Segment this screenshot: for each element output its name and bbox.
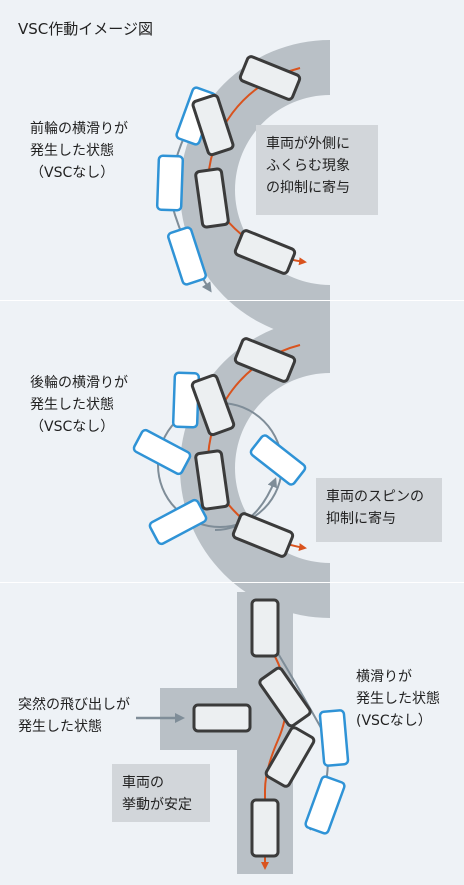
vsc-car	[258, 666, 312, 728]
novsc-car	[132, 428, 192, 476]
front-skid-effect-callout: 車両が外側に ふくらむ現象 の抑制に寄与	[256, 125, 378, 215]
panel-front-skid	[155, 40, 330, 340]
vsc-trajectory	[261, 600, 288, 870]
novsc-car	[318, 709, 350, 767]
front-skid-condition-label: 前輪の横滑りが 発生した状態 （VSCなし）	[30, 121, 128, 181]
vsc-car	[194, 167, 230, 229]
vsc-car	[194, 449, 230, 511]
panel-rear-skid	[132, 318, 330, 618]
novsc-car	[155, 154, 185, 212]
vsc-car	[233, 229, 297, 275]
vsc-car	[250, 598, 280, 658]
vsc-car	[250, 798, 280, 858]
panel-divider	[0, 582, 464, 583]
vsc-car	[264, 726, 316, 788]
vsc-car	[190, 373, 236, 437]
sudden-obstacle-condition-label: 突然の飛び出しが 発生した状態	[18, 697, 130, 735]
vsc-car	[238, 55, 302, 101]
rear-skid-effect-callout: 車両のスピンの 抑制に寄与	[316, 478, 442, 542]
panel-sudden-obstacle	[136, 592, 350, 874]
novsc-car	[167, 226, 207, 286]
rear-skid-condition-label: 後輪の横滑りが 発生した状態 （VSCなし）	[30, 375, 128, 435]
novsc-car	[148, 498, 208, 546]
sudden-obstacle-effect-callout: 車両の 挙動が安定	[112, 764, 210, 822]
vsc-car	[231, 512, 295, 558]
diagram-title: VSC作動イメージ図	[18, 20, 153, 38]
panel-divider	[0, 300, 464, 301]
sudden-obstacle-skid-label: 横滑りが 発生した状態 (VSCなし）	[356, 669, 440, 729]
obstacle-car	[192, 703, 252, 733]
vsc-car	[233, 337, 297, 383]
novsc-car	[304, 775, 346, 835]
vsc-car	[191, 93, 235, 157]
novsc-car	[249, 434, 307, 486]
